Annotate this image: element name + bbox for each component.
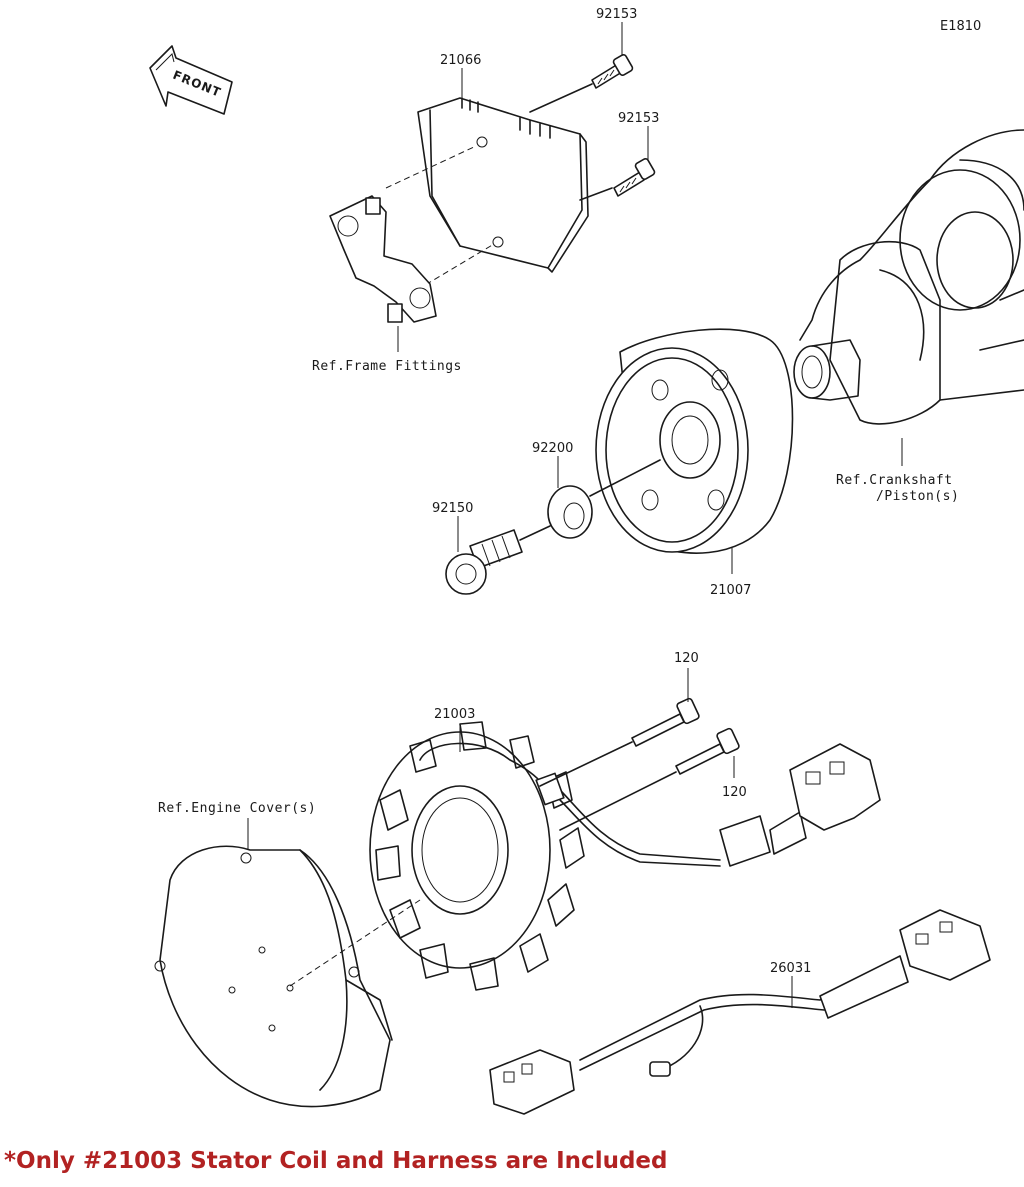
crankshaft bbox=[793, 129, 1024, 425]
part-number-92153-top: 92153 bbox=[596, 7, 637, 22]
part-number-92153-second: 92153 bbox=[618, 111, 659, 126]
ref-frame-fittings: Ref.Frame Fittings bbox=[312, 359, 462, 374]
regulator-rectifier bbox=[417, 97, 589, 273]
diagram-code: E1810 bbox=[940, 19, 981, 34]
engine-cover bbox=[154, 845, 393, 1108]
washer-icon bbox=[547, 485, 593, 539]
flange-bolt-icon bbox=[445, 529, 523, 595]
part-number-21007: 21007 bbox=[710, 583, 751, 598]
ref-engine-cover: Ref.Engine Cover(s) bbox=[158, 801, 316, 816]
part-number-92200: 92200 bbox=[532, 441, 573, 456]
stator-coil bbox=[369, 721, 585, 991]
included-parts-notice: *Only #21003 Stator Coil and Harness are… bbox=[4, 1148, 668, 1174]
part-number-21066: 21066 bbox=[440, 53, 481, 68]
generator-parts-diagram: E1810 FRONT 92153 92153 21066 bbox=[149, 7, 1024, 1115]
bolt-icon bbox=[591, 54, 634, 89]
part-number-92150: 92150 bbox=[432, 501, 473, 516]
bolt-icon bbox=[613, 158, 656, 197]
bolt-icon bbox=[631, 697, 700, 747]
ref-pistons: /Piston(s) bbox=[876, 489, 959, 504]
front-arrow-icon: FRONT bbox=[149, 45, 233, 115]
part-number-120-top: 120 bbox=[674, 651, 699, 666]
rotor-flywheel bbox=[595, 328, 794, 554]
frame-bracket bbox=[329, 195, 437, 323]
part-number-26031: 26031 bbox=[770, 961, 811, 976]
part-number-120-lower: 120 bbox=[722, 785, 747, 800]
wire-harness-26031 bbox=[489, 909, 991, 1115]
stator-harness bbox=[535, 743, 881, 867]
part-number-21003: 21003 bbox=[434, 707, 475, 722]
ref-crankshaft: Ref.Crankshaft bbox=[836, 473, 953, 488]
bolt-icon bbox=[675, 727, 740, 775]
